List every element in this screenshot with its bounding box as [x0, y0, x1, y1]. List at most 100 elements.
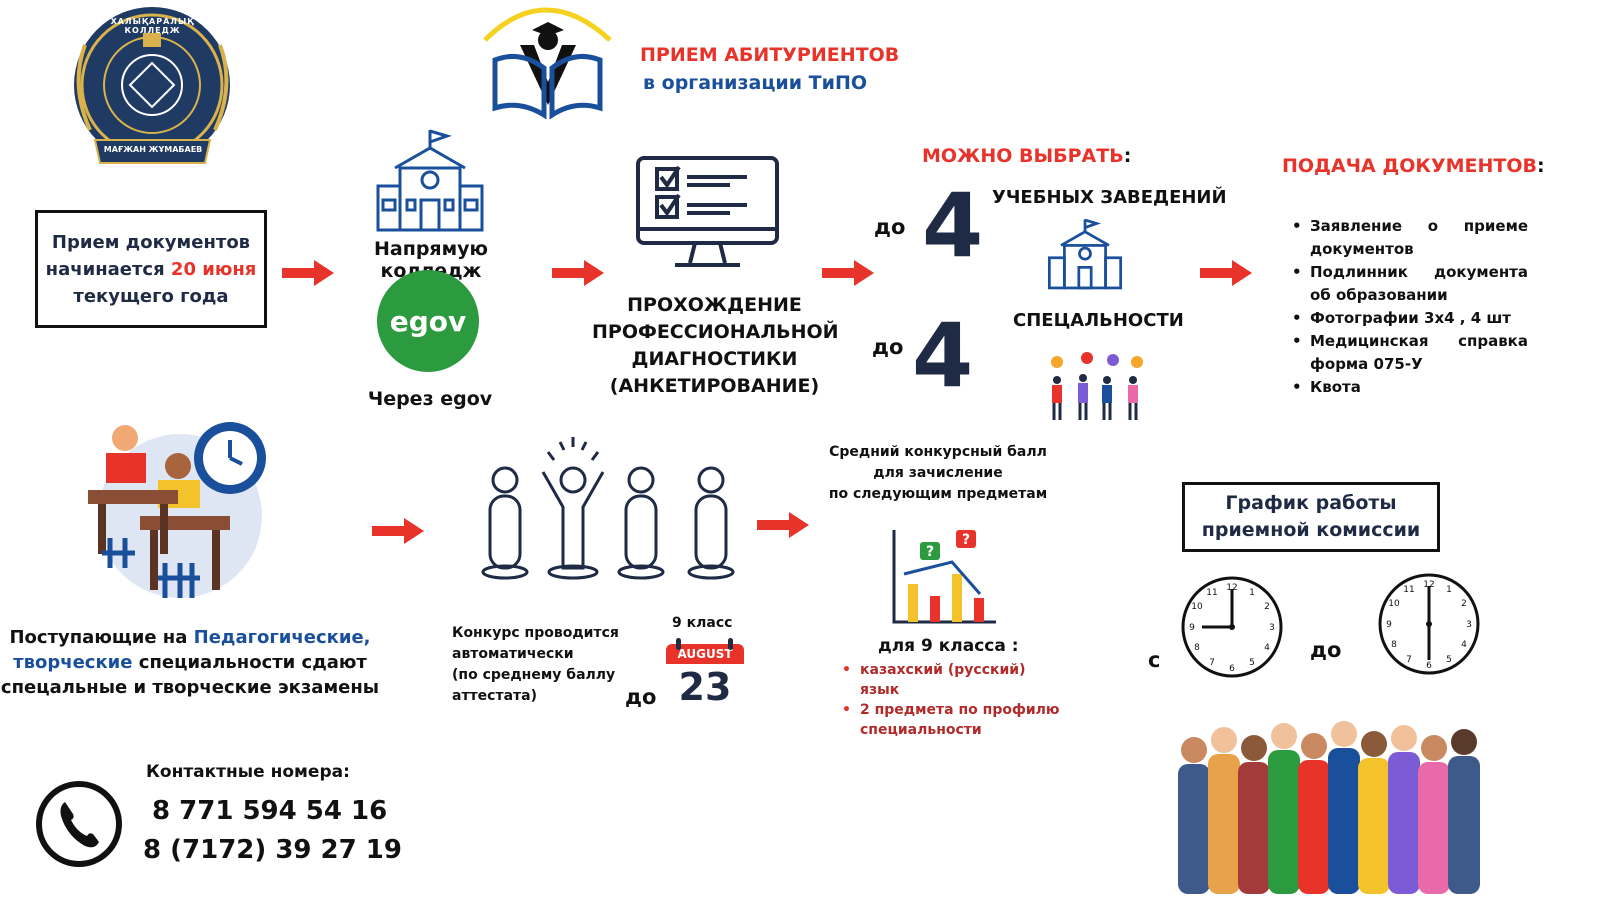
contest-grade: 9 класс [672, 615, 733, 631]
people-discussion-icon [1051, 352, 1143, 420]
school-building-icon-small [1047, 218, 1123, 290]
documents-item: Квота [1288, 376, 1528, 399]
exams-part1: Поступающие на [9, 627, 194, 648]
documents-item: Заявление о приеме документов [1288, 215, 1528, 261]
choose-item-1: УЧЕБНЫХ ЗАВЕДЕНИЙ [992, 187, 1227, 208]
svg-text:6: 6 [1229, 664, 1235, 674]
exams-part3: спецальные и творческие экзамены [0, 677, 380, 698]
svg-text:10: 10 [1388, 599, 1400, 609]
choose-title: МОЖНО ВЫБРАТЬ: [922, 145, 1131, 167]
contest-upto: до [625, 685, 657, 709]
arrow-right-icon [282, 260, 334, 286]
svg-text:9: 9 [1386, 620, 1392, 630]
svg-text:1: 1 [1446, 585, 1452, 595]
arrow-right-icon [757, 512, 809, 538]
svg-text:4: 4 [1264, 643, 1270, 653]
score-grade-title: для 9 класса : [878, 636, 1019, 656]
college-logo-top-text: ХАЛЫҚАРАЛЫҚ КОЛЛЕДЖ [110, 17, 195, 35]
exams-text: Поступающие на Педагогические, творчески… [0, 625, 380, 700]
college-logo: ХАЛЫҚАРАЛЫҚ КОЛЛЕДЖ МАҒЖАН ЖҰМАБАЕВ [55, 5, 250, 173]
students-exam-illustration [88, 422, 266, 598]
start-box-part2: текущего года [73, 285, 229, 307]
svg-text:5: 5 [1249, 658, 1255, 668]
contest-text-line: (по среднему баллу [452, 667, 616, 683]
svg-text:11: 11 [1206, 588, 1217, 598]
svg-text:4: 4 [1461, 640, 1467, 650]
calendar-day: 23 [678, 665, 732, 709]
choose-upto-2: до [872, 335, 904, 359]
svg-text:?: ? [926, 544, 934, 560]
svg-text:11: 11 [1403, 585, 1414, 595]
calendar-icon: AUGUST 23 [666, 638, 744, 710]
svg-text:12: 12 [1423, 580, 1434, 590]
college-logo-emblem [74, 7, 230, 164]
svg-text:?: ? [962, 532, 970, 548]
egov-logo-text: egov [389, 304, 467, 338]
svg-text:2: 2 [1264, 602, 1270, 612]
documents-title-text: ПОДАЧА ДОКУМЕНТОВ [1282, 155, 1537, 177]
students-group-illustration [1178, 721, 1480, 894]
egov-logo: egov [377, 270, 479, 372]
svg-text:7: 7 [1406, 655, 1412, 665]
contest-text-line: автоматически [452, 646, 574, 662]
svg-text:9: 9 [1189, 623, 1195, 633]
score-subject: 2 предмета по профилю специальности [838, 700, 1068, 740]
header-subtitle: в организации ТиПО [643, 72, 867, 94]
svg-text:7: 7 [1209, 658, 1215, 668]
choose-title-colon: : [1123, 145, 1132, 167]
svg-text:5: 5 [1446, 655, 1452, 665]
start-box-text: Прием документов начинается 20 июня теку… [44, 229, 258, 310]
svg-text:12: 12 [1226, 583, 1237, 593]
exams-highlight-creative: творческие [13, 652, 133, 673]
choose-title-text: МОЖНО ВЫБРАТЬ [922, 145, 1124, 167]
contest-text-line: аттестата) [452, 688, 537, 704]
start-box: Прием документов начинается 20 июня теку… [35, 210, 267, 328]
svg-text:2: 2 [1461, 599, 1467, 609]
documents-item: Медицинская справка форма 075-У [1288, 330, 1528, 376]
score-title-line: Средний конкурсный балл [829, 444, 1047, 460]
svg-text:3: 3 [1269, 623, 1275, 633]
arrow-right-icon [1200, 260, 1252, 286]
score-title-line: по следующим предметам [828, 486, 1048, 502]
choose-number-1: 4 [922, 174, 984, 277]
choose-item-2: СПЕЦАЛЬНОСТИ [1013, 310, 1184, 331]
schedule-box: График работы приемной комиссии [1182, 482, 1440, 552]
diagnostics-label: ПРОХОЖДЕНИЕ ПРОФЕССИОНАЛЬНОЙ ДИАГНОСТИКИ… [592, 294, 839, 397]
bar-chart-question-icon: ? ? [892, 530, 996, 624]
start-box-date: 20 июня [170, 258, 257, 280]
monitor-checklist-icon [636, 156, 779, 267]
school-building-icon [376, 129, 484, 232]
documents-list: Заявление о приеме документов Подлинник … [1288, 215, 1528, 399]
score-subject: казахский (русский) язык [838, 660, 1068, 700]
exams-highlight-pedagogical: Педагогические, [193, 627, 371, 648]
contacts-title: Контактные номера: [146, 762, 350, 782]
apply-egov-label: Через egov [367, 388, 493, 410]
people-selection-icon [481, 437, 735, 580]
contacts-phone-1: 8 771 594 54 16 [152, 796, 388, 826]
schedule-title: График работы приемной комиссии [1201, 492, 1421, 541]
choose-upto-1: до [874, 215, 906, 239]
documents-title: ПОДАЧА ДОКУМЕНТОВ: [1282, 155, 1545, 177]
header-book-icon [480, 0, 615, 120]
calendar-month: AUGUST [677, 647, 733, 661]
svg-text:8: 8 [1391, 640, 1397, 650]
arrow-right-icon [552, 260, 604, 286]
svg-text:1: 1 [1249, 588, 1255, 598]
svg-text:3: 3 [1466, 620, 1472, 630]
choose-number-2: 4 [912, 304, 974, 407]
exams-part2: специальности сдают [132, 652, 367, 673]
svg-text:6: 6 [1426, 661, 1432, 671]
documents-item: Подлинник документа об образовании [1288, 261, 1528, 307]
phone-icon [36, 781, 122, 867]
college-logo-bottom-text: МАҒЖАН ЖҰМАБАЕВ [103, 145, 203, 154]
svg-text:8: 8 [1194, 643, 1200, 653]
svg-text:10: 10 [1191, 602, 1203, 612]
contacts-phone-2: 8 (7172) 39 27 19 [143, 835, 402, 865]
header-title: ПРИЕМ АБИТУРИЕНТОВ [640, 44, 900, 66]
schedule-from: с [1148, 648, 1161, 672]
score-subjects-list: казахский (русский) язык 2 предмета по п… [838, 660, 1068, 740]
contest-text-line: Конкурс проводится [452, 625, 619, 641]
arrow-right-icon [822, 260, 874, 286]
